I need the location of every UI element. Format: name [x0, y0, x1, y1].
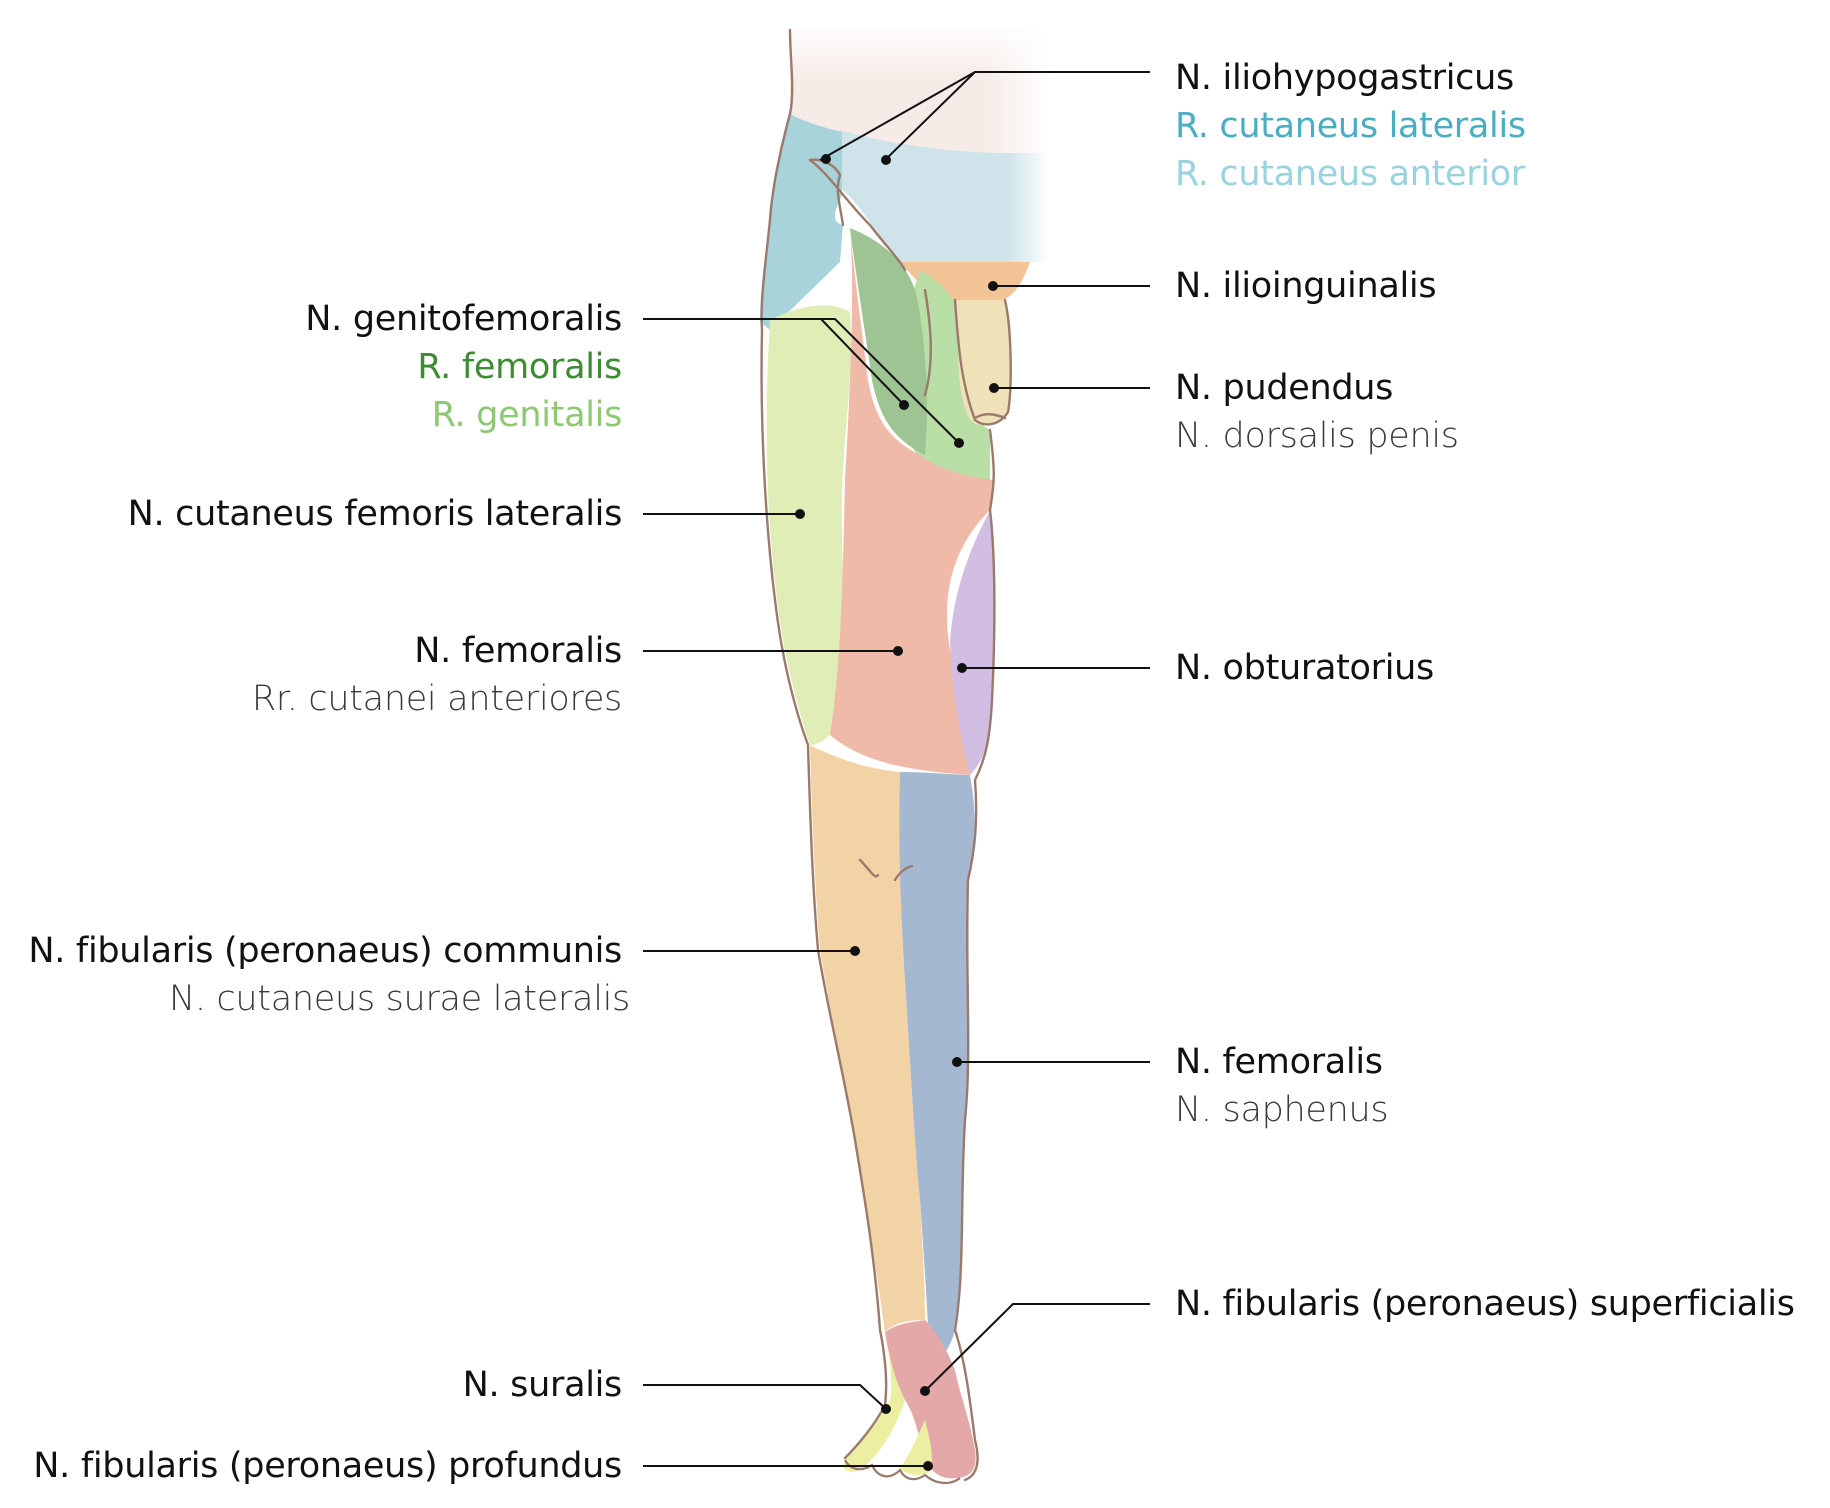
label-femoralis: N. femoralis — [414, 631, 622, 671]
toes — [844, 1459, 961, 1485]
region-pudendus — [955, 300, 1012, 426]
top-fade — [780, 20, 1070, 80]
label-saphenus: N. saphenus — [1175, 1090, 1389, 1130]
label-iliohypogastricus: N. iliohypogastricus — [1175, 58, 1514, 98]
region-suralis — [843, 1332, 905, 1472]
label-r-genitalis: R. genitalis — [431, 395, 623, 435]
label-r-cutaneus-lateralis: R. cutaneus lateralis — [1175, 106, 1526, 146]
region-fib-profundus — [900, 1420, 933, 1475]
region-r-cutaneus-lateralis — [760, 114, 843, 330]
leader-lines — [643, 71, 1150, 1467]
label-r-femoralis: R. femoralis — [417, 347, 622, 387]
leg-outline — [760, 28, 1012, 1482]
leader-dots — [795, 154, 999, 1471]
region-cut-fem-lateralis — [766, 305, 852, 745]
label-femoralis-saphenus: N. femoralis — [1175, 1042, 1383, 1082]
label-genitofemoralis: N. genitofemoralis — [305, 299, 622, 339]
label-fib-superficialis: N. fibularis (peronaeus) superficialis — [1175, 1284, 1795, 1324]
label-ilioinguinalis: N. ilioinguinalis — [1175, 266, 1437, 306]
region-r-cutaneus-anterior — [840, 130, 1050, 262]
region-obturatorius — [950, 510, 995, 775]
label-fib-communis: N. fibularis (peronaeus) communis — [28, 931, 622, 971]
label-rr-cutanei-anteriores: Rr. cutanei anteriores — [251, 679, 622, 719]
region-fib-communis — [810, 745, 925, 1332]
region-femoralis — [830, 228, 995, 775]
label-r-cutaneus-anterior: R. cutaneus anterior — [1175, 154, 1525, 194]
region-saphenus — [899, 772, 975, 1370]
label-obturatorius: N. obturatorius — [1175, 648, 1434, 688]
label-fib-profundus: N. fibularis (peronaeus) profundus — [33, 1446, 622, 1486]
region-ilioinguinalis — [900, 262, 1030, 305]
label-suralis: N. suralis — [462, 1365, 623, 1405]
label-cut-fem-lateralis: N. cutaneus femoris lateralis — [127, 494, 623, 534]
label-cut-surae-lateralis: N. cutaneus surae lateralis — [168, 979, 630, 1019]
label-pudendus: N. pudendus — [1175, 368, 1394, 408]
region-r-femoralis — [850, 228, 927, 455]
label-dorsalis-penis: N. dorsalis penis — [1175, 416, 1459, 456]
region-fib-superficialis — [885, 1320, 976, 1479]
